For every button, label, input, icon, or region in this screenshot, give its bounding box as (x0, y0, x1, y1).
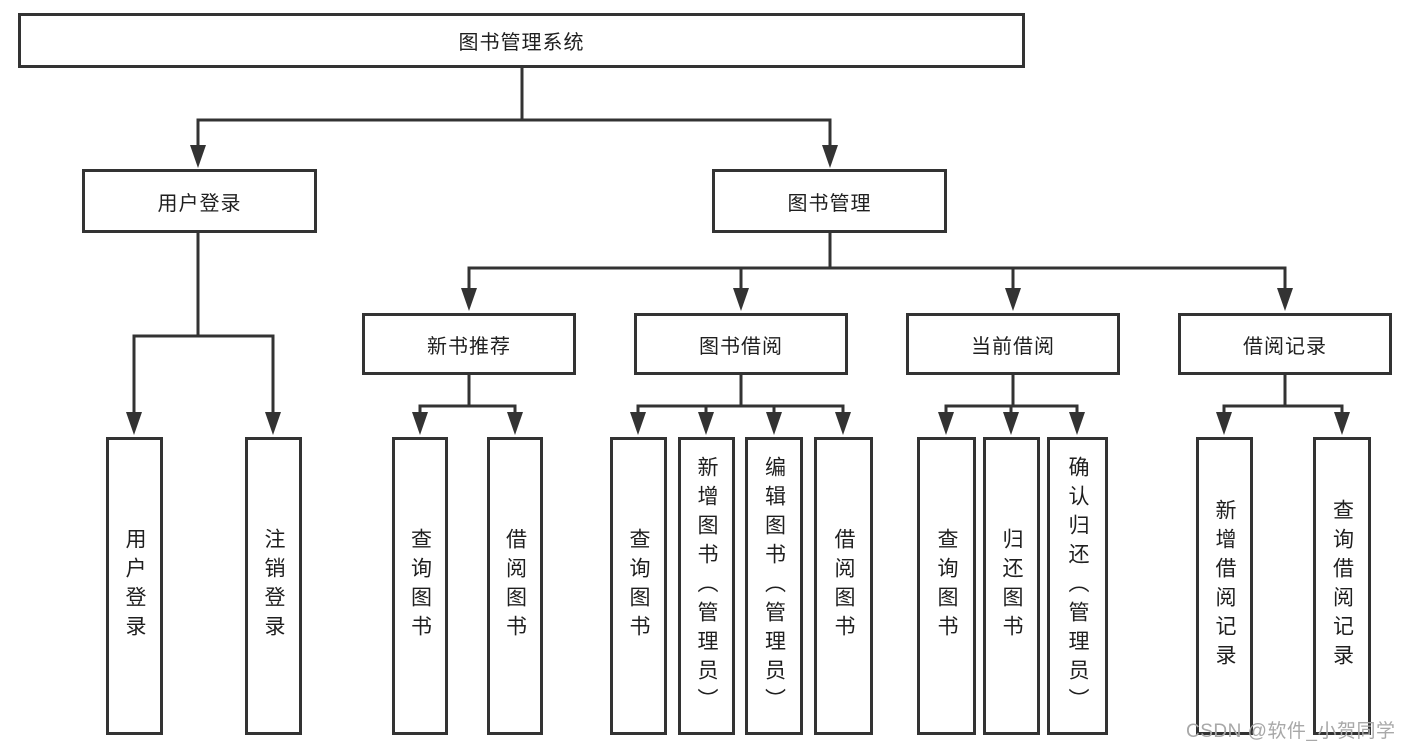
node-book-management: 图书管理 (712, 169, 947, 233)
node-label: 查询借阅记录 (1330, 499, 1354, 673)
node-label: 用户登录 (123, 528, 146, 644)
leaf-query-books-recommend: 查询图书 (392, 437, 448, 735)
node-user-login: 用户登录 (82, 169, 317, 233)
arrowhead-icon (461, 288, 477, 311)
edge-bookmgmt-to-level3 (467, 231, 1287, 293)
arrowhead-icon (822, 145, 838, 168)
leaf-add-borrow-record: 新增借阅记录 (1196, 437, 1253, 735)
node-label: 当前借阅 (971, 335, 1055, 358)
edge-current-to-leaves (944, 373, 1079, 416)
leaf-query-books-current: 查询图书 (917, 437, 976, 735)
node-label: 查询图书 (935, 528, 958, 644)
node-book-borrowing: 图书借阅 (634, 313, 848, 375)
node-label: 新增借阅记录 (1213, 499, 1236, 673)
arrowhead-icon (835, 412, 851, 435)
arrowhead-icon (412, 412, 428, 435)
leaf-confirm-return-admin: 确认归还（管理员） (1047, 437, 1108, 735)
node-label: 新增图书（管理员） (695, 455, 718, 717)
node-label: 查询图书 (408, 528, 432, 644)
arrowhead-icon (1334, 412, 1350, 435)
arrowhead-icon (1069, 412, 1085, 435)
edge-records-to-leaves (1222, 373, 1344, 416)
arrowhead-icon (1005, 288, 1021, 311)
node-label: 用户登录 (157, 192, 242, 215)
leaf-add-books-admin: 新增图书（管理员） (678, 437, 735, 735)
node-label: 图书借阅 (699, 335, 783, 358)
edge-userlogin-to-leaves (132, 231, 275, 416)
arrowhead-icon (507, 412, 523, 435)
arrowhead-icon (190, 145, 206, 168)
node-label: 注销登录 (262, 528, 285, 644)
leaf-query-books-borrowing: 查询图书 (610, 437, 667, 735)
leaf-return-books: 归还图书 (983, 437, 1040, 735)
arrowhead-icon (265, 412, 281, 435)
node-current-borrowing: 当前借阅 (906, 313, 1120, 375)
edge-borrow-to-leaves (636, 373, 845, 416)
csdn-watermark: CSDN @软件_小贺同学 (1186, 721, 1396, 742)
leaf-user-login: 用户登录 (106, 437, 163, 735)
node-label: 借阅记录 (1243, 335, 1327, 358)
edge-root-to-level2 (196, 66, 832, 150)
arrowhead-icon (698, 412, 714, 435)
arrowhead-icon (1003, 412, 1019, 435)
leaf-borrow-books: 借阅图书 (814, 437, 873, 735)
arrowhead-icon (1277, 288, 1293, 311)
leaf-query-borrow-record: 查询借阅记录 (1313, 437, 1371, 735)
arrowhead-icon (938, 412, 954, 435)
node-new-book-recommend: 新书推荐 (362, 313, 576, 375)
arrowhead-icon (126, 412, 142, 435)
node-label: 图书管理系统 (458, 32, 585, 54)
node-label: 归还图书 (1000, 528, 1023, 644)
arrowhead-icon (733, 288, 749, 311)
arrowhead-icon (630, 412, 646, 435)
arrowhead-icon (1216, 412, 1232, 435)
edge-newbook-to-leaves (418, 373, 517, 416)
leaf-edit-books-admin: 编辑图书（管理员） (745, 437, 803, 735)
node-label: 借阅图书 (503, 528, 527, 644)
node-label: 借阅图书 (832, 528, 855, 644)
node-borrowing-records: 借阅记录 (1178, 313, 1392, 375)
node-label: 查询图书 (627, 528, 650, 644)
node-library-management-system: 图书管理系统 (18, 13, 1025, 68)
arrowhead-icon (766, 412, 782, 435)
node-label: 确认归还（管理员） (1066, 455, 1089, 717)
node-label: 图书管理 (787, 192, 872, 215)
node-label: 新书推荐 (427, 335, 511, 358)
node-label: 编辑图书（管理员） (762, 455, 786, 717)
leaf-borrow-books-recommend: 借阅图书 (487, 437, 543, 735)
leaf-logout: 注销登录 (245, 437, 302, 735)
